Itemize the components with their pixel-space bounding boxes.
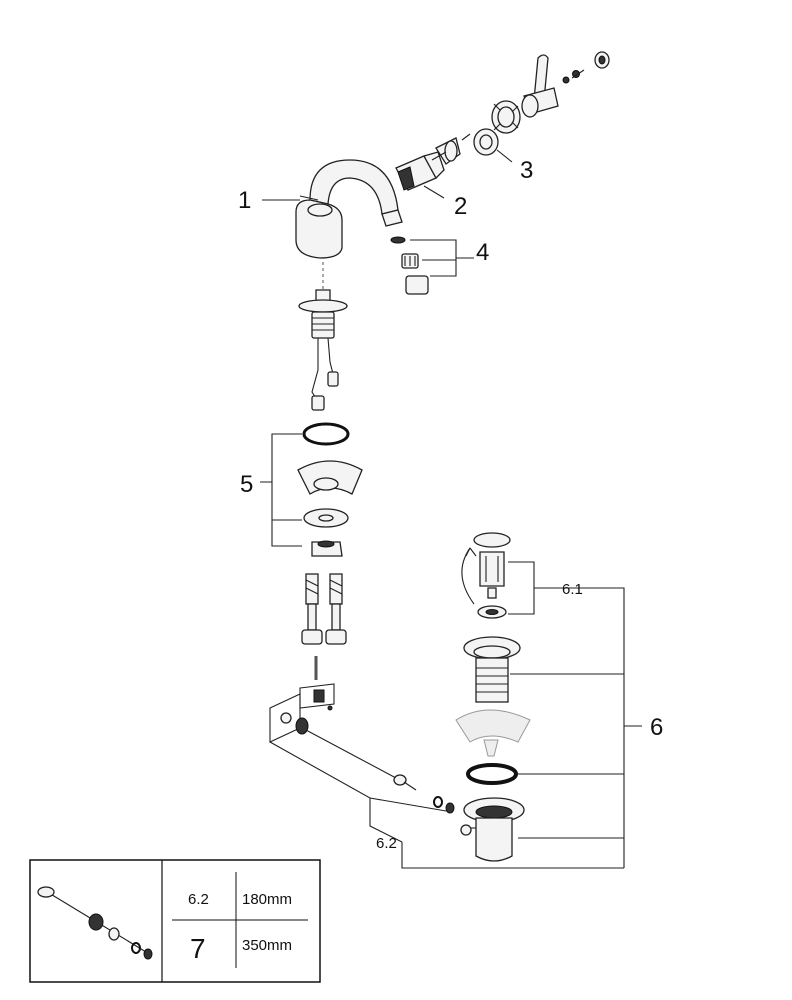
length-table: 6.2 180mm 7 350mm	[29, 859, 321, 983]
callout-3: 3	[520, 157, 533, 184]
bracket-5	[260, 433, 302, 547]
lever-handle	[521, 54, 559, 118]
callout-1: 1	[238, 187, 251, 214]
cap-nut	[594, 51, 610, 69]
cartridge-2	[395, 151, 447, 191]
callout-5: 5	[240, 471, 253, 498]
leader-2	[423, 185, 445, 199]
mounting-stud	[298, 289, 348, 339]
handle-screw	[562, 69, 585, 84]
adapter-ring	[491, 100, 521, 134]
table-length-180: 180mm	[242, 891, 292, 908]
faucet-body	[295, 159, 403, 259]
fixing-nut	[311, 540, 343, 557]
callout-2: 2	[454, 193, 467, 220]
table-length-350: 350mm	[242, 937, 292, 954]
waste-washer	[466, 763, 518, 785]
waste-gasket-ghost	[455, 709, 531, 757]
aerator-insert	[401, 253, 419, 269]
bracket-6-2	[369, 798, 624, 869]
rod-clamp	[299, 683, 335, 711]
pop-up-plug	[461, 532, 511, 605]
aerator-housing	[405, 275, 429, 295]
waste-body	[460, 797, 525, 862]
connection-pipes	[301, 573, 347, 645]
callout-4: 4	[476, 239, 489, 266]
horseshoe-washer	[297, 460, 363, 495]
callout-6: 6	[650, 714, 663, 741]
waste-flange	[463, 636, 521, 703]
bracket-4	[410, 239, 474, 277]
bracket-6	[510, 587, 642, 868]
aerator-washer	[390, 236, 406, 244]
support-washer	[303, 508, 349, 528]
lift-rod-set	[269, 693, 455, 814]
leader-3	[496, 149, 513, 163]
rod-illustration	[37, 886, 153, 960]
o-ring	[302, 422, 350, 446]
plug-seal	[477, 605, 507, 619]
cover-ring-3	[473, 128, 499, 156]
callout-6-1: 6.1	[562, 581, 583, 598]
callout-6-2: 6.2	[376, 835, 397, 852]
table-ref-6-2: 6.2	[188, 891, 209, 908]
escutcheon	[435, 133, 471, 165]
table-ref-7: 7	[190, 933, 206, 964]
flex-hoses	[311, 337, 339, 411]
